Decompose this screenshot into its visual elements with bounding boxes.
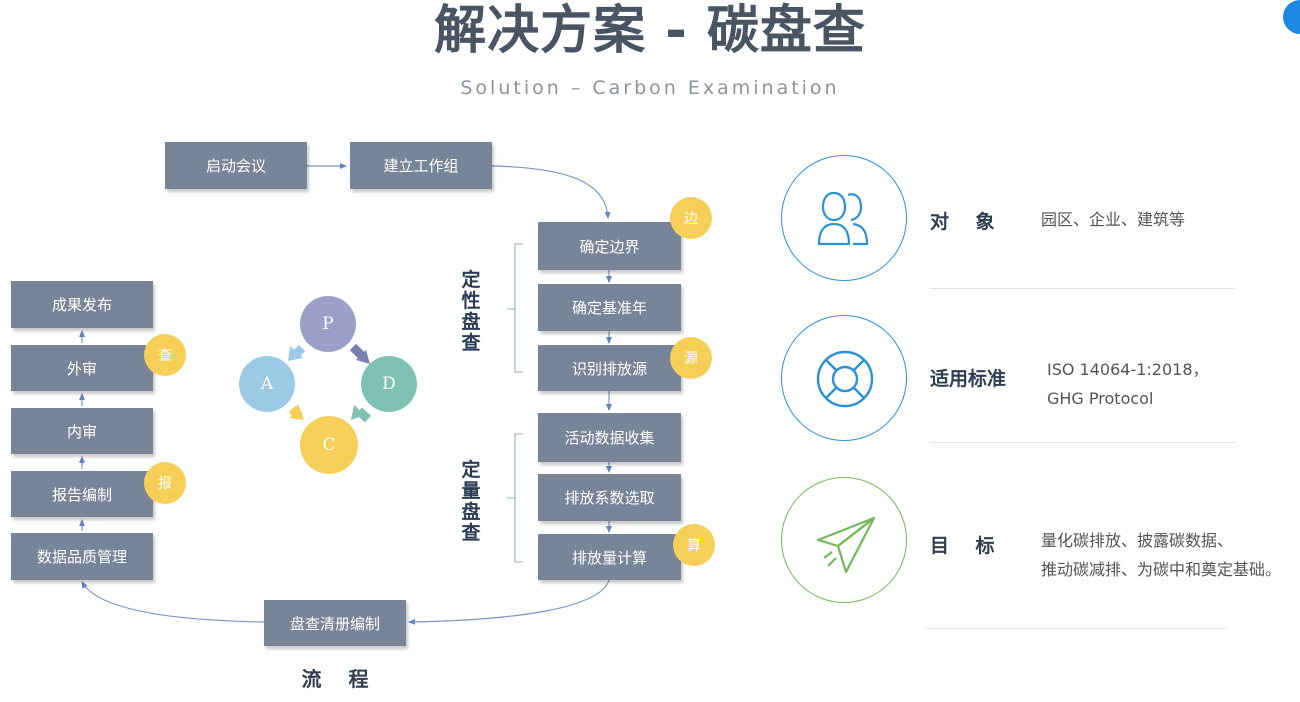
lifebuoy-icon [781, 315, 907, 441]
object-label: 对 象 [930, 211, 995, 233]
standard-line-1: ISO 14064-1:2018， [1047, 360, 1209, 379]
page-subtitle: Solution – Carbon Examination [460, 77, 840, 99]
goal-line-1: 量化碳排放、披露碳数据、 [1041, 531, 1234, 550]
step-external-audit: 外审 [11, 345, 153, 391]
pdca-check: C [300, 416, 358, 474]
step-internal-audit: 内审 [11, 408, 153, 454]
step-base-year: 确定基准年 [538, 284, 681, 331]
standard-line-2: GHG Protocol [1047, 389, 1154, 408]
goal-text: 量化碳排放、披露碳数据、 推动碳减排、为碳中和奠定基础。 [1041, 526, 1281, 584]
page-title: 解决方案 - 碳盘查 [434, 1, 866, 61]
step-kickoff-meeting: 启动会议 [165, 142, 307, 189]
badge-source: 源 [670, 337, 712, 379]
divider [930, 288, 1235, 289]
standard-label: 适用标准 [930, 368, 1007, 390]
step-build-team: 建立工作组 [350, 142, 492, 189]
divider [925, 628, 1227, 629]
goal-label: 目 标 [930, 535, 995, 557]
badge-audit: 查 [144, 334, 186, 376]
step-data-quality: 数据品质管理 [11, 533, 153, 580]
paper-plane-icon [781, 477, 907, 603]
step-activity-data: 活动数据收集 [538, 413, 681, 462]
badge-calc: 算 [673, 524, 715, 566]
step-emission-factor: 排放系数选取 [538, 474, 681, 521]
badge-report: 报 [144, 462, 186, 504]
label-qualitative: 定性盘查 [461, 269, 481, 354]
step-identify-sources: 识别排放源 [538, 345, 681, 391]
step-emission-calc: 排放量计算 [538, 534, 681, 580]
pdca-plan: P [300, 296, 356, 352]
label-quantitative: 定量盘查 [461, 459, 481, 544]
object-text: 园区、企业、建筑等 [1041, 210, 1186, 229]
corner-dot [1283, 0, 1300, 34]
users-icon [781, 155, 907, 281]
flow-label: 流 程 [301, 667, 379, 691]
standard-text: ISO 14064-1:2018， GHG Protocol [1047, 355, 1209, 413]
step-report-writing: 报告编制 [11, 471, 153, 517]
step-publish: 成果发布 [11, 281, 153, 328]
step-inventory-compile: 盘查清册编制 [264, 600, 406, 646]
goal-line-2: 推动碳减排、为碳中和奠定基础。 [1041, 560, 1282, 579]
divider [930, 442, 1235, 443]
pdca-do: D [361, 356, 417, 412]
pdca-act: A [239, 356, 295, 412]
step-boundary: 确定边界 [538, 222, 681, 270]
badge-boundary: 边 [670, 197, 712, 239]
